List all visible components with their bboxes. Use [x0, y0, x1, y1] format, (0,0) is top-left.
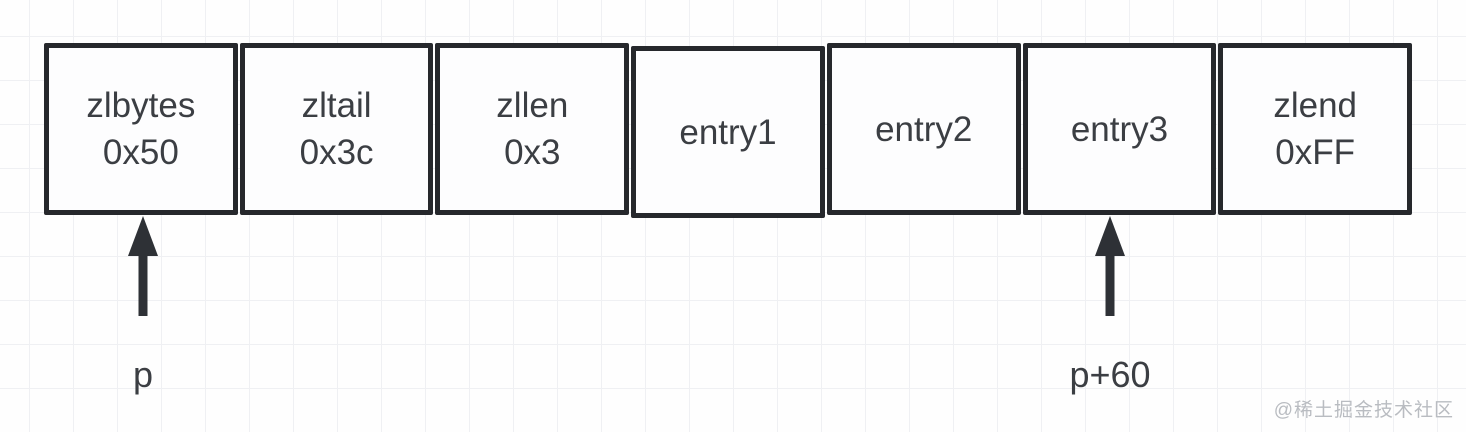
box-entry1: entry1 [631, 46, 825, 218]
box-label: entry1 [679, 112, 777, 152]
box-label: zlend [1273, 86, 1357, 125]
box-zltail: zltail 0x3c [239, 43, 434, 215]
watermark: @稀土掘金技术社区 [1273, 400, 1454, 421]
box-label: zltail [301, 86, 372, 125]
box-zlend: zlend 0xFF [1218, 43, 1413, 215]
box-label: zlbytes [86, 86, 196, 125]
box-zllen: zllen 0x3 [435, 43, 630, 215]
up-arrow-icon [1095, 216, 1125, 316]
pointer-label-p: p [132, 354, 154, 395]
box-value: 0x3 [504, 133, 561, 172]
pointer-p: p [93, 216, 193, 394]
box-value: 0x50 [102, 133, 179, 172]
box-entry2: entry2 [826, 43, 1021, 215]
pointer-p60: p+60 [1060, 216, 1160, 394]
up-arrow-icon [128, 216, 158, 316]
ziplist-row: zlbytes 0x50 zltail 0x3c zllen 0x3 entry… [44, 43, 1413, 218]
box-entry3: entry3 [1022, 43, 1217, 215]
box-value: 0x3c [299, 133, 374, 172]
box-label: entry2 [875, 109, 973, 149]
pointer-label-p60: p+60 [1069, 354, 1151, 395]
box-label: zllen [496, 86, 569, 125]
box-label: entry3 [1070, 109, 1169, 149]
box-value: 0xFF [1275, 133, 1356, 172]
box-zlbytes: zlbytes 0x50 [44, 43, 238, 215]
